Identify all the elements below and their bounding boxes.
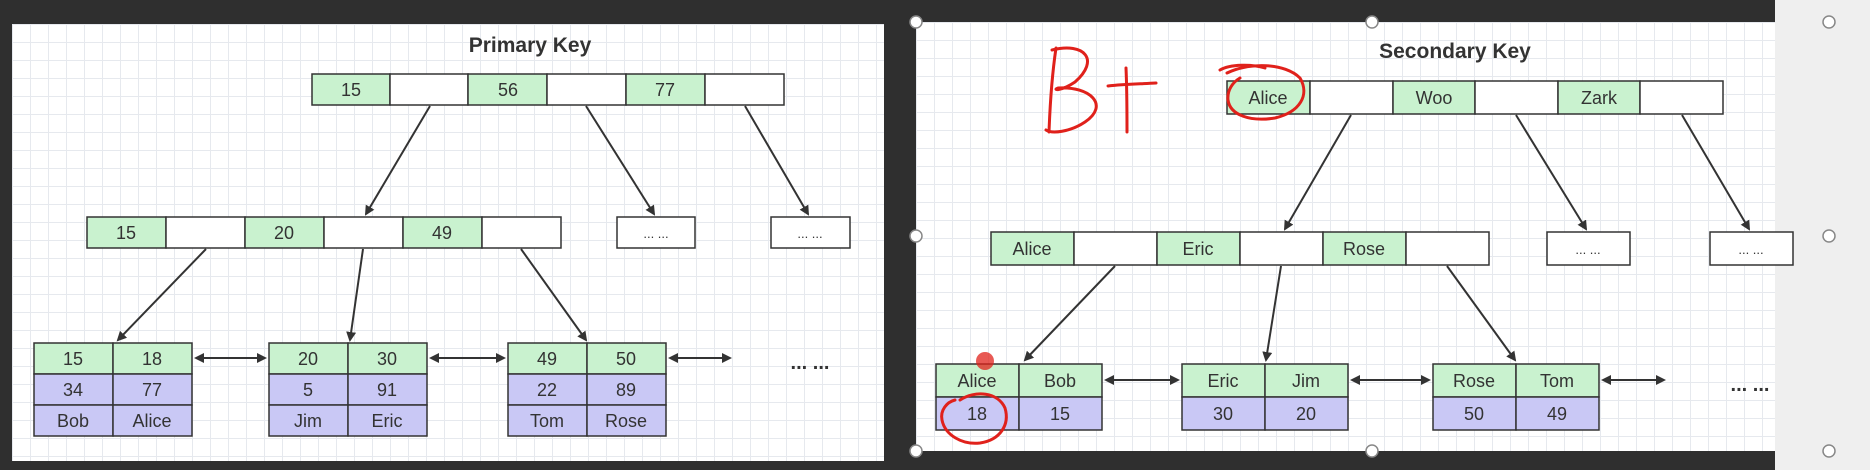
pointer-arrow — [520, 248, 588, 342]
key-cell: 56 — [498, 80, 518, 100]
secondary-ellipsis-node: ... ... — [1546, 231, 1631, 266]
svg-text:18: 18 — [142, 349, 162, 369]
key-cell: 77 — [655, 80, 675, 100]
svg-text:15: 15 — [63, 349, 83, 369]
svg-text:50: 50 — [1464, 404, 1484, 424]
secondary-leaf-node: Alice Bob 18 15 — [935, 363, 1103, 431]
svg-text:20: 20 — [298, 349, 318, 369]
key-cell: 15 — [116, 223, 136, 243]
pointer-arrow — [1283, 114, 1352, 231]
key-cell: 20 — [274, 223, 294, 243]
svg-text:Rose: Rose — [1453, 371, 1495, 391]
svg-text:Tom: Tom — [530, 411, 564, 431]
svg-text:77: 77 — [142, 380, 162, 400]
resize-handle — [909, 15, 923, 29]
resize-handle — [1365, 444, 1379, 458]
secondary-leaf-node: Eric Jim 30 20 — [1181, 363, 1349, 431]
svg-text:Tom: Tom — [1540, 371, 1574, 391]
svg-text:Jim: Jim — [1292, 371, 1320, 391]
svg-text:... ...: ... ... — [643, 226, 668, 241]
pointer-arrow — [116, 248, 207, 342]
secondary-more-leaves: ... ... — [1731, 374, 1770, 396]
key-cell: 15 — [341, 80, 361, 100]
handwritten-annotation — [940, 46, 1306, 445]
secondary-root-node: Alice Woo Zark — [1226, 80, 1724, 115]
svg-text:... ...: ... ... — [1575, 242, 1600, 257]
secondary-level2-node: Alice Eric Rose — [990, 231, 1490, 266]
svg-text:91: 91 — [377, 380, 397, 400]
primary-leaf-node: 15 18 34 77 Bob Alice — [33, 342, 193, 437]
resize-handle — [909, 444, 923, 458]
pointer-arrow — [1515, 114, 1588, 231]
pointer-arrow — [1262, 265, 1282, 362]
primary-ellipsis-node: ... ... — [616, 216, 696, 249]
svg-text:Jim: Jim — [294, 411, 322, 431]
primary-title: Primary Key — [469, 34, 592, 57]
resize-handle — [1822, 229, 1836, 243]
key-cell: Eric — [1183, 239, 1214, 259]
resize-handle — [1822, 15, 1836, 29]
key-cell: Woo — [1416, 88, 1453, 108]
svg-text:Bob: Bob — [57, 411, 89, 431]
pointer-arrow — [1681, 114, 1751, 231]
primary-root-node: 15 56 77 — [311, 73, 785, 106]
pointer-arrow — [346, 248, 364, 342]
svg-text:49: 49 — [537, 349, 557, 369]
svg-text:5: 5 — [303, 380, 313, 400]
primary-more-leaves: ... ... — [791, 352, 830, 374]
svg-text:34: 34 — [63, 380, 83, 400]
svg-text:22: 22 — [537, 380, 557, 400]
svg-text:50: 50 — [616, 349, 636, 369]
svg-text:49: 49 — [1547, 404, 1567, 424]
svg-text:15: 15 — [1050, 404, 1070, 424]
primary-leaf-node: 49 50 22 89 Tom Rose — [507, 342, 667, 437]
primary-ellipsis-node: ... ... — [770, 216, 851, 249]
svg-text:Bob: Bob — [1044, 371, 1076, 391]
svg-text:30: 30 — [377, 349, 397, 369]
primary-level2-node: 15 20 49 — [86, 216, 562, 249]
svg-text:30: 30 — [1213, 404, 1233, 424]
svg-text:Alice: Alice — [132, 411, 171, 431]
selection-handles[interactable] — [909, 15, 1836, 458]
secondary-ellipsis-node: ... ... — [1709, 231, 1794, 266]
pointer-arrow — [364, 105, 431, 216]
svg-text:Eric: Eric — [372, 411, 403, 431]
svg-text:... ...: ... ... — [797, 226, 822, 241]
svg-text:Rose: Rose — [605, 411, 647, 431]
primary-leaf-node: 20 30 5 91 Jim Eric — [268, 342, 428, 437]
key-cell: Rose — [1343, 239, 1385, 259]
svg-text:... ...: ... ... — [1738, 242, 1763, 257]
secondary-leaf-node: Rose Tom 50 49 — [1432, 363, 1600, 431]
pointer-arrow — [744, 105, 810, 216]
svg-text:89: 89 — [616, 380, 636, 400]
key-cell: Zark — [1581, 88, 1618, 108]
key-cell: 49 — [432, 223, 452, 243]
svg-text:18: 18 — [967, 404, 987, 424]
resize-handle — [1822, 444, 1836, 458]
key-cell: Alice — [1012, 239, 1051, 259]
key-cell: Alice — [1248, 88, 1287, 108]
svg-text:20: 20 — [1296, 404, 1316, 424]
svg-text:Alice: Alice — [957, 371, 996, 391]
pointer-arrow — [585, 105, 656, 216]
pointer-arrow — [1446, 265, 1517, 362]
resize-handle — [1365, 15, 1379, 29]
resize-handle — [909, 229, 923, 243]
pointer-dot-icon — [976, 352, 994, 370]
secondary-title: Secondary Key — [1379, 40, 1531, 63]
pointer-arrow — [1023, 265, 1116, 362]
svg-text:Eric: Eric — [1208, 371, 1239, 391]
